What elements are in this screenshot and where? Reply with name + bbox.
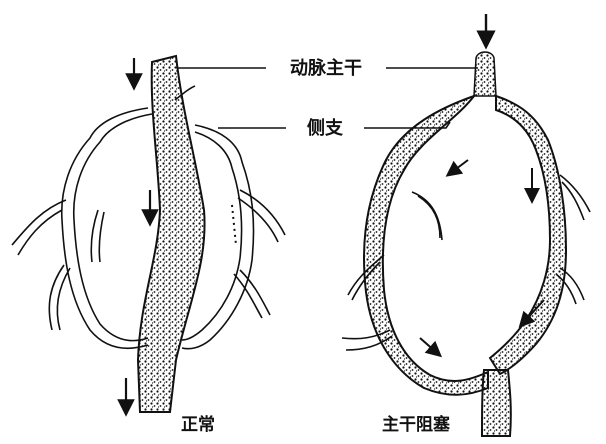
label-artery-trunk: 动脉主干 [290,57,362,79]
normal-main-trunk [138,56,205,412]
obstructed-left-collateral [364,96,488,395]
caption-normal: 正常 [181,414,215,435]
obstructed-lower-trunk [482,370,511,436]
normal-dotted-link [232,205,236,245]
obstructed-panel [342,14,590,436]
flow-arrow-icon [452,160,468,172]
obstructed-right-collateral [490,96,566,374]
label-collateral: 侧支 [307,117,344,139]
obstructed-trunk-stub [474,52,496,96]
normal-panel [12,56,285,412]
flow-arrow-icon [420,338,436,352]
caption-obstructed: 主干阻塞 [382,414,451,435]
